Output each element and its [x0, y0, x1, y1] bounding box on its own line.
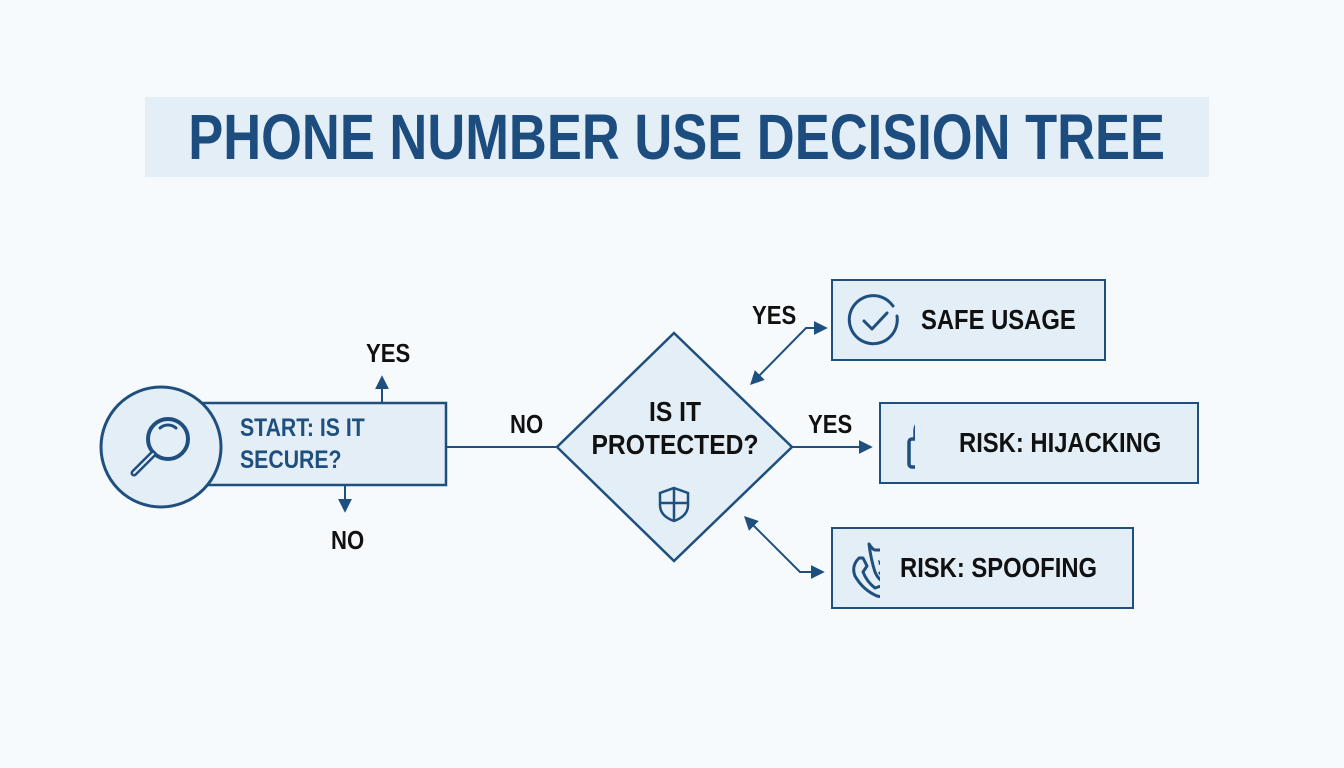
decision-line2: PROTECTED? [591, 429, 759, 460]
outcome-safe-usage: SAFE USAGE [831, 279, 1106, 361]
check-circle-icon [847, 294, 899, 346]
padlock-icon [907, 424, 915, 469]
decision-diamond [555, 331, 794, 563]
shield-icon [658, 486, 690, 523]
spoofing-devil-phone-icon [852, 542, 881, 598]
outcome-risk-hijacking: RISK: HIJACKING [879, 402, 1199, 484]
start-node-line1: START: IS IT [240, 414, 365, 442]
edge-no-label: NO [510, 409, 544, 439]
decision-node-label: IS IT PROTECTED? [575, 395, 775, 461]
decision-to-spoofing-arrow [744, 516, 825, 579]
decision-line1: IS IT [648, 396, 702, 427]
start-node-label: START: IS IT SECURE? [240, 412, 365, 476]
spoofing-label: RISK: SPOOFING [900, 552, 1098, 583]
edge-yes-safe-label: YES [752, 300, 797, 330]
page-title: PHONE NUMBER USE DECISION TREE [188, 101, 1166, 173]
start-yes-label: YES [366, 338, 411, 368]
magnifying-glass-icon [130, 417, 190, 477]
hijacking-label: RISK: HIJACKING [958, 427, 1162, 458]
start-no-label: NO [331, 525, 365, 555]
start-box [190, 401, 448, 487]
decision-to-safe-arrow [750, 321, 828, 385]
start-node-line2: SECURE? [240, 446, 342, 474]
title-banner: PHONE NUMBER USE DECISION TREE [145, 97, 1209, 177]
safe-usage-label: SAFE USAGE [921, 304, 1076, 335]
edge-yes-hijacking-label: YES [808, 409, 853, 439]
outcome-risk-spoofing: RISK: SPOOFING [831, 527, 1134, 609]
start-circle [99, 385, 223, 509]
